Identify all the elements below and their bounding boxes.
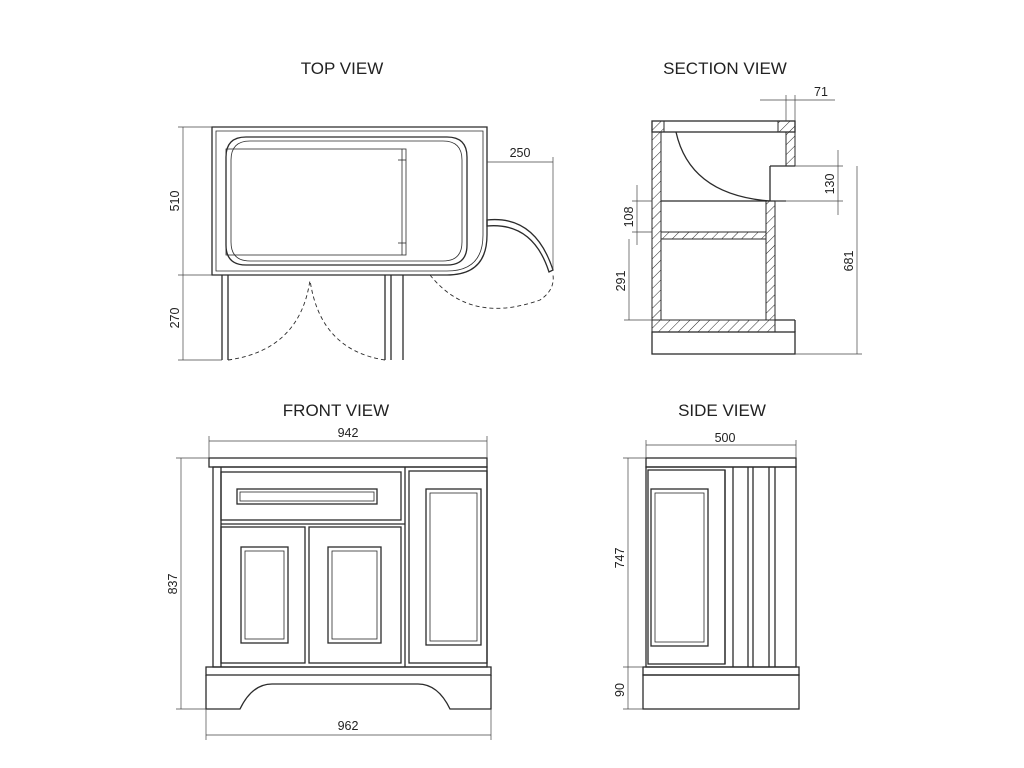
top-dim-270: 270 <box>168 275 222 361</box>
section-dim-108: 108 <box>622 185 652 245</box>
side-dim-747: 747 <box>613 457 646 668</box>
svg-text:942: 942 <box>338 426 359 440</box>
top-view-outline <box>211 126 488 276</box>
svg-text:681: 681 <box>842 251 856 272</box>
top-dim-250: 250 <box>487 146 554 270</box>
door-swing-corner <box>429 274 554 309</box>
svg-text:130: 130 <box>823 174 837 195</box>
section-view-title: SECTION VIEW <box>663 59 787 78</box>
top-view-basin <box>225 136 468 266</box>
front-view: FRONT VIEW 942 <box>166 401 492 740</box>
svg-text:962: 962 <box>338 719 359 733</box>
door-swing-left <box>227 279 311 361</box>
svg-text:71: 71 <box>814 85 828 99</box>
front-dim-942: 942 <box>208 426 488 458</box>
section-dim-681: 681 <box>795 166 862 355</box>
side-dim-90: 90 <box>613 667 643 710</box>
section-view: SECTION VIEW 71 <box>614 59 862 355</box>
section-dim-130: 130 <box>775 150 843 215</box>
section-dim-291: 291 <box>614 239 652 321</box>
top-view: TOP VIEW 510 <box>168 59 554 361</box>
front-dim-837: 837 <box>166 457 209 710</box>
svg-text:250: 250 <box>510 146 531 160</box>
door-swing-right <box>309 279 386 361</box>
svg-text:747: 747 <box>613 548 627 569</box>
section-dim-71: 71 <box>760 85 835 121</box>
front-view-title: FRONT VIEW <box>283 401 389 420</box>
front-dim-962: 962 <box>205 709 492 740</box>
svg-text:90: 90 <box>613 683 627 697</box>
svg-text:108: 108 <box>622 207 636 228</box>
svg-text:510: 510 <box>168 191 182 212</box>
side-view: SIDE VIEW 500 747 <box>613 401 800 710</box>
svg-text:291: 291 <box>614 271 628 292</box>
top-dim-510: 510 <box>168 126 212 276</box>
side-view-title: SIDE VIEW <box>678 401 766 420</box>
side-dim-500: 500 <box>645 431 797 458</box>
svg-text:270: 270 <box>168 308 182 329</box>
svg-text:500: 500 <box>715 431 736 445</box>
svg-text:837: 837 <box>166 574 180 595</box>
top-view-title: TOP VIEW <box>301 59 384 78</box>
